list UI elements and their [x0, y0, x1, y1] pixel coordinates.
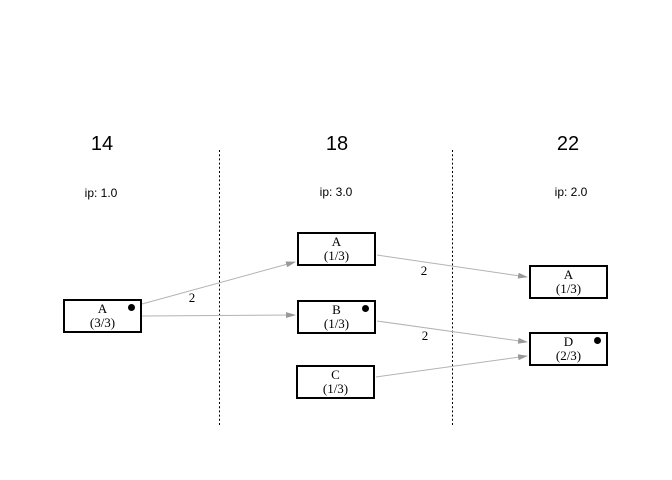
- node-label: D: [563, 334, 574, 349]
- edge-A14-to-B18: [141, 312, 296, 319]
- marker-dot: [594, 337, 601, 344]
- edge-B18-to-D22: [376, 320, 528, 344]
- column-header-14: 14: [90, 133, 114, 155]
- node-A-18: A (1/3): [297, 232, 376, 266]
- node-fraction: (1/3): [555, 281, 582, 296]
- column-header-22: 22: [556, 133, 580, 155]
- node-fraction: (3/3): [89, 315, 116, 330]
- node-label: C: [331, 367, 340, 382]
- node-C-18: C (1/3): [296, 365, 375, 399]
- marker-dot: [128, 304, 135, 311]
- node-fraction: (1/3): [323, 316, 350, 331]
- edge-label-B18-D22: 2: [422, 328, 429, 343]
- node-label: B: [332, 302, 341, 317]
- node-fraction: (1/3): [323, 248, 350, 263]
- ip-label-14: ip: 1.0: [84, 186, 118, 200]
- node-A-14: A (3/3): [63, 299, 142, 333]
- edge-C18-to-D22: [375, 354, 528, 378]
- marker-dot: [362, 305, 369, 312]
- node-fraction: (2/3): [555, 348, 582, 363]
- node-label: A: [563, 267, 574, 282]
- edge-label-A18-A22: 2: [421, 263, 428, 278]
- column-header-18: 18: [325, 133, 349, 155]
- node-label: A: [97, 301, 108, 316]
- node-fraction: (1/3): [322, 381, 349, 396]
- ip-label-18: ip: 3.0: [319, 185, 353, 199]
- edge-A18-to-A22: [376, 254, 528, 279]
- ip-label-22: ip: 2.0: [554, 185, 588, 199]
- node-A-22: A (1/3): [529, 265, 608, 299]
- node-label: A: [331, 234, 342, 249]
- edge-A14-to-A18: [141, 261, 296, 305]
- edge-label-A14-A18: 2: [189, 290, 196, 305]
- node-D-22: D (2/3): [529, 332, 608, 366]
- node-B-18: B (1/3): [297, 300, 376, 334]
